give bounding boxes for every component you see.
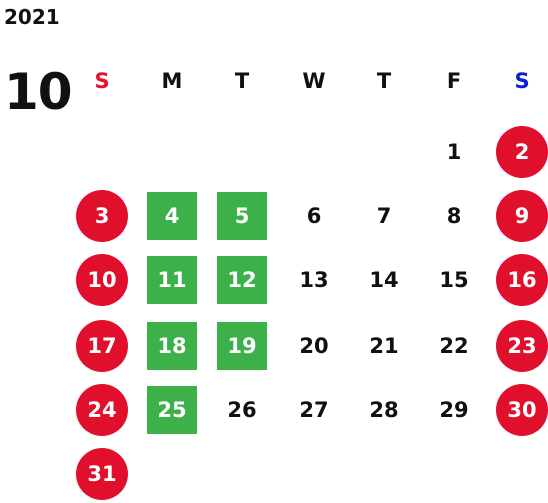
day-number: 11 [147,256,197,304]
month-label: 10 [4,63,73,121]
day-number: 31 [76,448,128,500]
day-cell-5[interactable]: 5 [212,188,272,244]
day-number: 19 [217,322,267,370]
day-number: 17 [76,320,128,372]
day-number: 22 [439,334,469,358]
day-cell-29[interactable]: 29 [424,382,484,438]
day-cell-9[interactable]: 9 [492,188,548,244]
day-number: 13 [299,268,329,292]
day-cell-30[interactable]: 30 [492,382,548,438]
day-cell-4[interactable]: 4 [142,188,202,244]
day-cell-1[interactable]: 1 [424,124,484,180]
day-number: 9 [496,190,548,242]
day-cell-16[interactable]: 16 [492,252,548,308]
day-cell-10[interactable]: 10 [72,252,132,308]
day-number: 23 [496,320,548,372]
weekday-2: T [234,69,250,93]
day-number: 2 [496,126,548,178]
day-number: 24 [76,384,128,436]
day-cell-15[interactable]: 15 [424,252,484,308]
day-number: 15 [439,268,469,292]
day-cell-14[interactable]: 14 [354,252,414,308]
day-number: 29 [439,398,469,422]
day-number: 10 [76,254,128,306]
day-cell-31[interactable]: 31 [72,446,132,502]
day-cell-18[interactable]: 18 [142,318,202,374]
day-number: 27 [299,398,329,422]
day-cell-26[interactable]: 26 [212,382,272,438]
day-number: 1 [446,140,462,164]
day-cell-28[interactable]: 28 [354,382,414,438]
day-number: 21 [369,334,399,358]
day-number: 4 [147,192,197,240]
day-number: 28 [369,398,399,422]
weekday-6: S [514,69,530,93]
day-number: 20 [299,334,329,358]
day-cell-22[interactable]: 22 [424,318,484,374]
year-label: 2021 [4,5,60,29]
weekday-5: F [446,69,462,93]
weekday-1: M [161,69,183,93]
day-number: 14 [369,268,399,292]
day-cell-24[interactable]: 24 [72,382,132,438]
day-cell-8[interactable]: 8 [424,188,484,244]
day-cell-27[interactable]: 27 [284,382,344,438]
day-number: 3 [76,190,128,242]
day-cell-19[interactable]: 19 [212,318,272,374]
day-number: 8 [446,204,462,228]
day-number: 30 [496,384,548,436]
day-number: 18 [147,322,197,370]
day-cell-11[interactable]: 11 [142,252,202,308]
day-cell-23[interactable]: 23 [492,318,548,374]
day-cell-7[interactable]: 7 [354,188,414,244]
weekday-3: W [302,69,326,93]
day-cell-25[interactable]: 25 [142,382,202,438]
day-cell-20[interactable]: 20 [284,318,344,374]
weekday-4: T [376,69,392,93]
day-number: 7 [376,204,392,228]
day-number: 16 [496,254,548,306]
day-cell-17[interactable]: 17 [72,318,132,374]
day-number: 26 [227,398,257,422]
day-cell-2[interactable]: 2 [492,124,548,180]
weekday-0: S [94,69,110,93]
day-number: 12 [217,256,267,304]
day-cell-3[interactable]: 3 [72,188,132,244]
day-number: 5 [217,192,267,240]
day-cell-13[interactable]: 13 [284,252,344,308]
day-number: 6 [306,204,322,228]
day-cell-21[interactable]: 21 [354,318,414,374]
day-number: 25 [147,386,197,434]
day-cell-12[interactable]: 12 [212,252,272,308]
day-cell-6[interactable]: 6 [284,188,344,244]
